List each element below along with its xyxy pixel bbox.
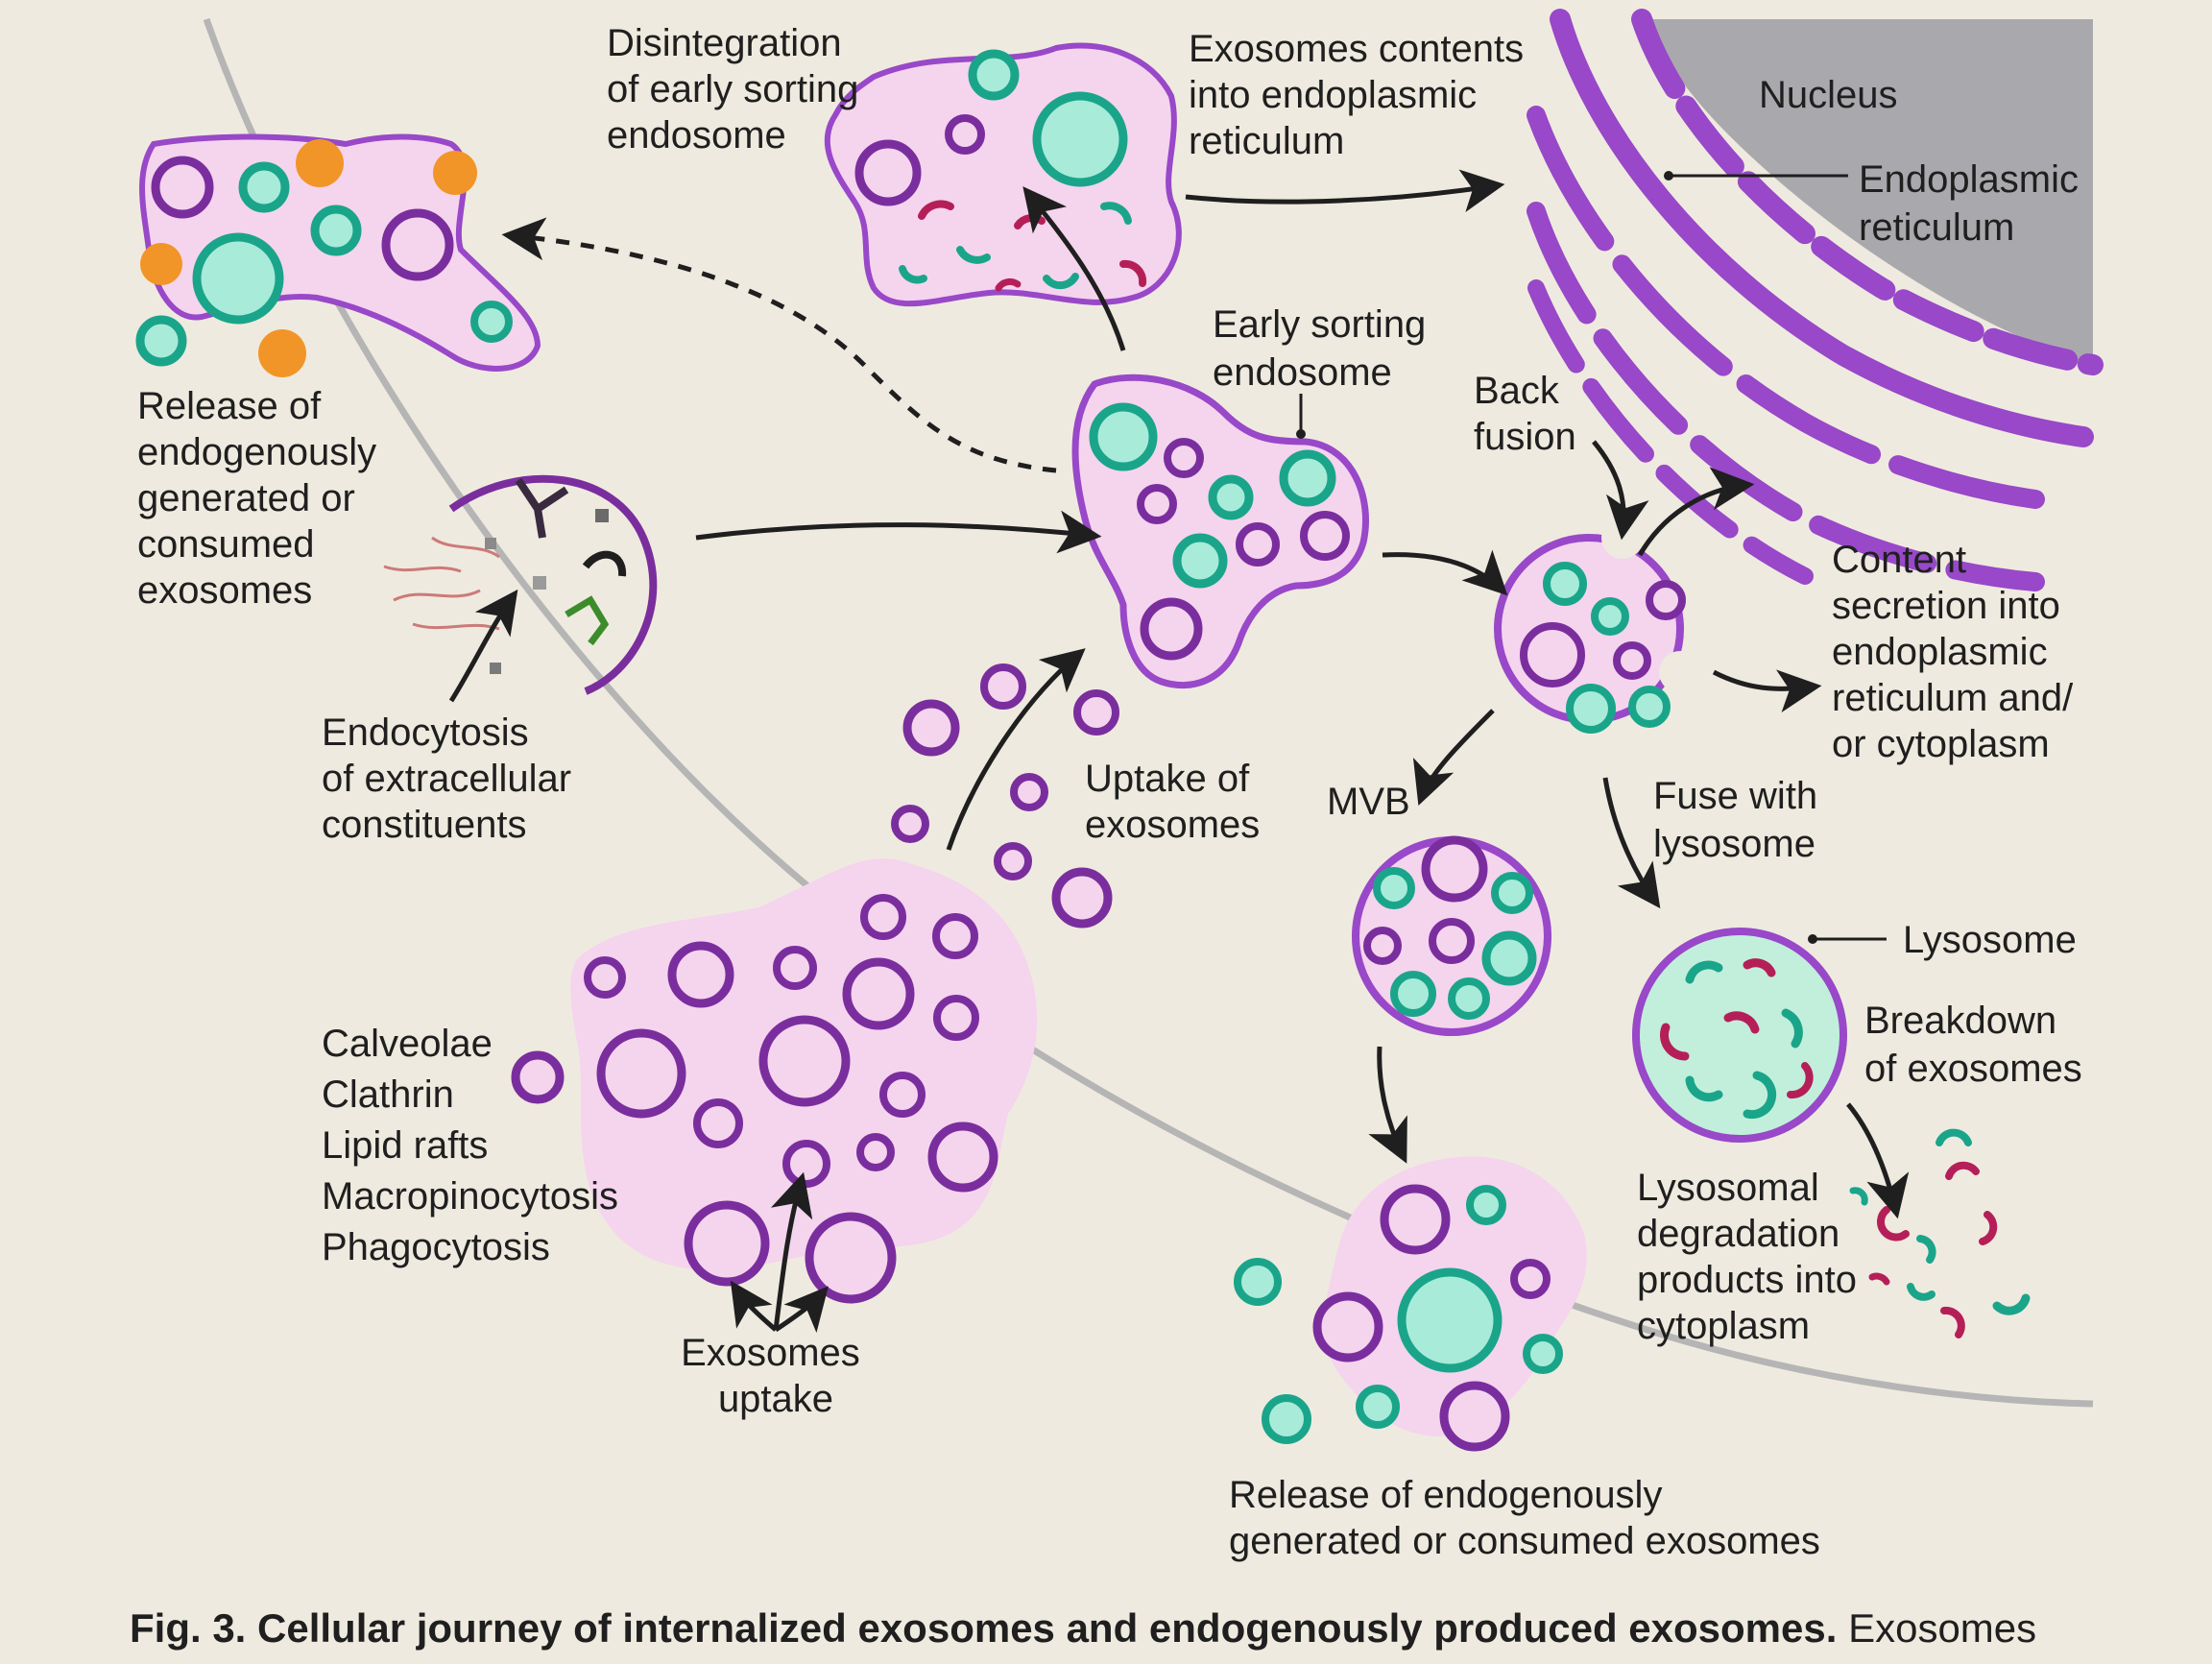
label-disintegration: Disintegration of early sorting endosome — [607, 22, 869, 157]
label-endocytosis: Endocytosis of extracellular constituent… — [322, 711, 582, 846]
figure-caption: Fig. 3. Cellular journey of internalized… — [130, 1605, 2036, 1651]
label-lysosome: Lysosome — [1903, 919, 2077, 961]
arrow-to-er — [1185, 169, 1505, 212]
label-early-sorting: Early sorting endosome — [1213, 303, 1436, 394]
early-sorting-exosomes — [1089, 402, 1350, 661]
label-content-secretion: Content secretion into endoplasmic retic… — [1832, 539, 2083, 765]
arrows — [448, 169, 1910, 1334]
caption-bold: Fig. 3. Cellular journey of internalized… — [130, 1605, 1837, 1651]
label-er-contents: Exosomes contents into endoplasmic retic… — [1189, 28, 1534, 162]
endoplasmic-reticulum — [1550, 9, 2094, 447]
back-fusion-exosomes — [1520, 562, 1686, 734]
arrow-endocytosis — [448, 589, 518, 703]
label-nucleus: Nucleus — [1759, 74, 1898, 116]
labels: Disintegration of early sorting endosome… — [137, 22, 2089, 1562]
arrow-back-fusion-in — [1592, 440, 1649, 541]
arrow-to-early-endosome — [695, 510, 1102, 554]
nucleus-region — [1527, 9, 2104, 591]
arrow-exosomes-uptake-3 — [774, 1286, 829, 1334]
arrow-back-fusion-out — [1637, 467, 1755, 557]
endocytosis-pit — [383, 474, 658, 695]
label-breakdown: Breakdown of exosomes — [1864, 1000, 2082, 1090]
label-release-bottom: Release of endogenously generated or con… — [1229, 1474, 1820, 1562]
arrow-lysosome-degradation — [1846, 1102, 1910, 1219]
label-uptake: Uptake of exosomes — [1085, 758, 1260, 846]
arrow-to-back-fusion — [1382, 549, 1508, 596]
label-mechanisms: Calveolae Clathrin Lipid rafts Macropino… — [322, 1023, 629, 1268]
arrow-secretion — [1712, 669, 1822, 712]
disintegration-fragments — [854, 49, 1147, 292]
arrow-to-disintegration — [1022, 186, 1126, 351]
label-back-fusion: Back fusion — [1474, 370, 1576, 458]
label-lysosomal-products: Lysosomal degradation products into cyto… — [1637, 1167, 1867, 1347]
degradation-products — [1849, 1128, 2031, 1338]
nucleus — [1651, 19, 2093, 365]
arrow-exosomes-uptake-2 — [730, 1280, 778, 1332]
arrow-to-mvb — [1412, 709, 1495, 807]
label-fuse-lysosome: Fuse with lysosome — [1653, 775, 1828, 865]
release-top-exosomes — [135, 139, 513, 377]
arrow-to-lysosome — [1602, 777, 1661, 909]
mvb-exosomes — [1363, 835, 1537, 1020]
label-exosomes-uptake: Exosomes uptake — [681, 1332, 871, 1420]
label-release-top: Release of endogenously generated or con… — [137, 385, 387, 612]
arrow-mvb-release — [1368, 1046, 1407, 1164]
label-mvb: MVB — [1327, 781, 1410, 823]
arrow-uptake — [946, 648, 1086, 851]
label-er: Endoplasmic reticulum — [1859, 158, 2089, 249]
lysosome-fragments — [1660, 958, 1814, 1120]
arrow-exosomes-uptake-1 — [770, 1171, 813, 1331]
caption-normal: Exosomes — [1837, 1605, 2036, 1651]
release-bottom-exosomes — [1234, 1184, 1563, 1452]
